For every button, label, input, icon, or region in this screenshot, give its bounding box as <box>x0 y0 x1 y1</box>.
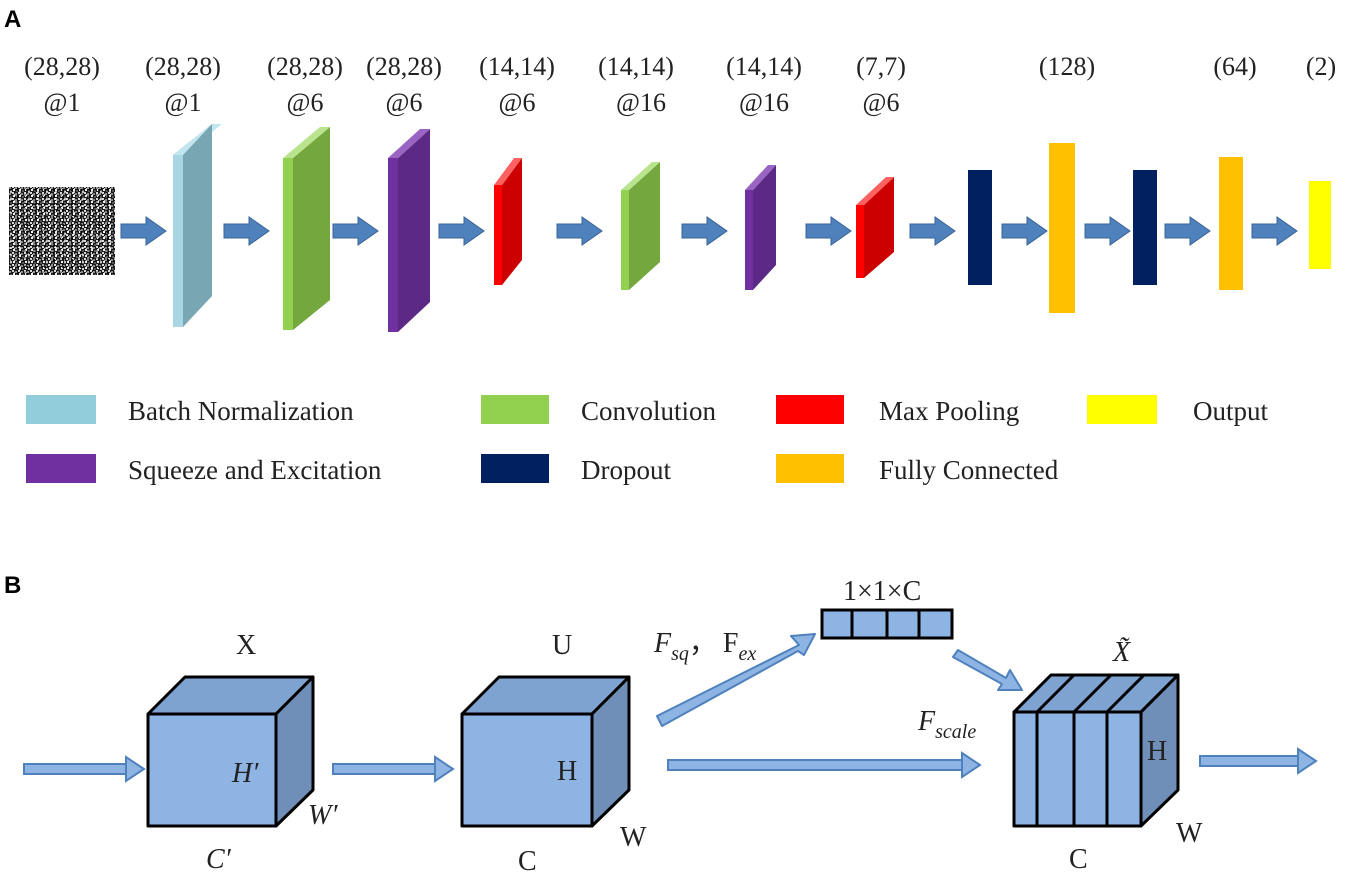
cube-u-width-label: W <box>620 822 647 853</box>
dim-label-1-shape: (28,28) <box>24 52 100 81</box>
cube-x <box>146 675 315 828</box>
layer-convolution-1 <box>283 127 330 330</box>
arrow-right-icon <box>223 216 270 246</box>
panel-a-label: A <box>4 6 21 33</box>
cube-u <box>460 675 631 828</box>
dim-label-1-channels: @1 <box>44 88 81 117</box>
cube-x-width-label: W′ <box>308 800 338 831</box>
dim-label-4-channels: @6 <box>386 88 423 117</box>
dim-label-8-shape: (7,7) <box>856 52 906 81</box>
layer-convolution-2 <box>621 162 660 290</box>
legend-label-fully-connected: Fully Connected <box>879 455 1059 485</box>
legend-label-max-pooling: Max Pooling <box>879 396 1019 426</box>
scale-operator-label: Fscale <box>917 706 976 743</box>
panel-a-arrows <box>120 216 1298 246</box>
dim-label-5-channels: @6 <box>499 88 536 117</box>
layer-fully-connected-1 <box>1049 143 1075 313</box>
dim-label-3-channels: @6 <box>287 88 324 117</box>
dim-label-7-shape: (14,14) <box>726 52 802 81</box>
dim-label-5-shape: (14,14) <box>479 52 555 81</box>
dim-label-10-shape: (64) <box>1213 52 1256 81</box>
legend-label-convolution: Convolution <box>581 396 717 426</box>
arrow-right-icon <box>1164 216 1211 246</box>
cube-x-tilde-label: X̃ <box>1112 637 1131 668</box>
layer-squeeze-excitation-1 <box>388 129 430 332</box>
arrow-right-icon <box>1001 216 1048 246</box>
legend-swatch-max-pooling <box>776 395 844 424</box>
cube-u-label: U <box>552 630 572 661</box>
legend-label-dropout: Dropout <box>581 455 671 485</box>
legend-swatch-batch-normalization <box>26 395 96 424</box>
layer-max-pooling-1 <box>494 158 522 285</box>
arrow-right-icon <box>332 216 379 246</box>
layer-output <box>1309 181 1331 269</box>
arrow-right-icon <box>556 216 603 246</box>
squeeze-excitation-operator-label: Fsq，Fex <box>653 628 756 665</box>
legend-swatch-fully-connected <box>776 454 844 483</box>
cube-x-height-label: H′ <box>231 758 259 789</box>
layer-batch-normalization <box>173 124 222 327</box>
scale-arrow <box>667 751 982 779</box>
panel-b-label: B <box>4 572 21 599</box>
dim-label-8-channels: @6 <box>863 88 900 117</box>
legend-swatch-convolution <box>481 395 549 424</box>
layer-dropout-2 <box>1133 170 1157 285</box>
cube-x-label: X <box>236 630 256 661</box>
arrow-right-icon <box>1199 747 1318 775</box>
legend-swatch-output <box>1087 395 1157 424</box>
cube-x-tilde-channel-label: C <box>1069 844 1088 875</box>
arrow-right-icon <box>1084 216 1131 246</box>
scale-weights-arrow <box>952 649 1023 691</box>
arrow-right-icon <box>681 216 728 246</box>
channel-vector <box>820 608 954 640</box>
dim-label-6-shape: (14,14) <box>598 52 674 81</box>
dim-label-4-shape: (28,28) <box>366 52 442 81</box>
layer-fully-connected-2 <box>1219 157 1243 290</box>
layer-max-pooling-2 <box>856 177 894 278</box>
dim-label-2-channels: @1 <box>165 88 202 117</box>
cube-u-height-label: H <box>557 756 577 787</box>
dim-label-3-shape: (28,28) <box>267 52 343 81</box>
dim-label-2-shape: (28,28) <box>145 52 221 81</box>
cube-x-tilde-height-label: H <box>1147 736 1167 767</box>
layer-squeeze-excitation-2 <box>745 165 776 290</box>
squeeze-excitation-arrow <box>656 633 816 727</box>
legend-swatch-dropout <box>481 454 549 483</box>
cube-x-channel-label: C′ <box>206 844 232 875</box>
cube-u-channel-label: C <box>518 846 537 877</box>
arrow-right-icon <box>438 216 485 246</box>
channel-vector-label: 1×1×C <box>843 576 921 607</box>
legend: Batch Normalization Convolution Max Pool… <box>26 395 1269 485</box>
dimension-labels: (28,28) @1 (28,28) @1 (28,28) @6 (28,28)… <box>24 52 1336 117</box>
arrow-right-icon <box>909 216 956 246</box>
legend-label-batch-normalization: Batch Normalization <box>128 396 354 426</box>
dim-label-11-shape: (2) <box>1306 52 1336 81</box>
dim-label-6-channels: @16 <box>616 88 666 117</box>
dim-label-7-channels: @16 <box>739 88 789 117</box>
input-image <box>9 187 115 275</box>
arrow-right-icon <box>120 216 167 246</box>
legend-label-squeeze-excitation: Squeeze and Excitation <box>128 455 382 485</box>
arrow-right-icon <box>805 216 852 246</box>
legend-label-output: Output <box>1193 396 1269 426</box>
cube-x-tilde <box>1012 673 1180 828</box>
dim-label-9-shape: (128) <box>1039 52 1095 81</box>
arrow-right-icon <box>332 755 455 783</box>
cube-x-tilde-width-label: W <box>1176 818 1203 849</box>
arrow-right-icon <box>23 755 146 783</box>
legend-swatch-squeeze-excitation <box>26 454 96 483</box>
layer-dropout-1 <box>968 170 992 285</box>
arrow-right-icon <box>1251 216 1298 246</box>
